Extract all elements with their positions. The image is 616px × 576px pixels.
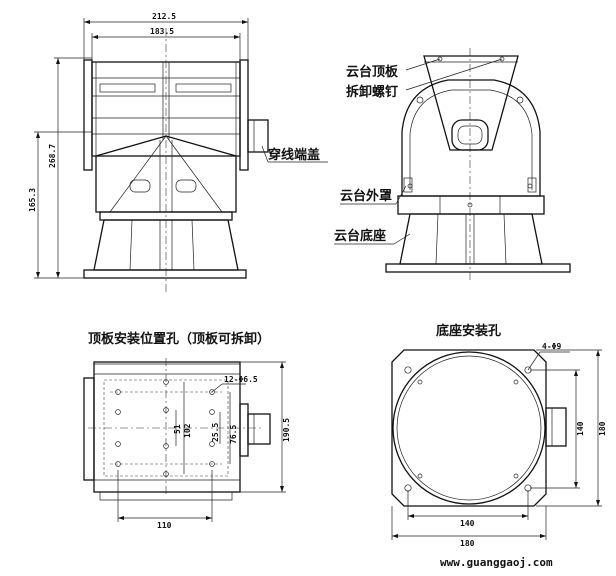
side-view: 云台顶板 拆卸螺钉 云台外罩 云台底座 [334, 48, 571, 282]
label-outer-cover: 云台外罩 [340, 188, 392, 204]
dim-183-5: 183.5 [150, 27, 174, 36]
top-plate-view: 顶板安装位置孔（顶板可拆卸） [83, 331, 291, 530]
title-top-plate: 顶板安装位置孔（顶板可拆卸） [88, 331, 270, 347]
title-base: 底座安装孔 [436, 323, 501, 339]
dim-base-140-h: 140 [460, 519, 475, 528]
dim-4-holes: 4-Φ9 [542, 342, 561, 351]
dim-25-5: 25.5 [211, 423, 220, 442]
dim-110: 110 [157, 521, 172, 530]
dim-51: 51 [173, 424, 182, 434]
dim-268-7: 268.7 [48, 144, 57, 168]
dim-12-holes: 12-Φ6.5 [224, 375, 258, 384]
website-text: www.guanggaoj.com [440, 556, 553, 569]
mounting-holes [115, 379, 215, 477]
dim-base-180-v: 180 [598, 421, 607, 436]
dim-76-5: 76.5 [229, 425, 238, 444]
dim-base-140-v: 140 [576, 421, 585, 436]
dim-190-5: 190.5 [282, 418, 291, 442]
front-view: 212.5 183.5 268.7 165.3 穿线端盖 [28, 12, 328, 292]
dim-165-3: 165.3 [28, 188, 37, 212]
label-top-plate-screw-2: 拆卸螺钉 [346, 84, 398, 100]
dim-102: 102 [183, 423, 192, 438]
base-view: 底座安装孔 4-Φ9 140 [391, 323, 607, 548]
base-holes [404, 366, 532, 492]
label-top-plate-screw-1: 云台顶板 [346, 64, 399, 80]
label-cable-cover: 穿线端盖 [268, 147, 320, 163]
dim-base-180-h: 180 [460, 539, 475, 548]
dim-212-5: 212.5 [152, 12, 176, 21]
label-base: 云台底座 [334, 228, 386, 244]
